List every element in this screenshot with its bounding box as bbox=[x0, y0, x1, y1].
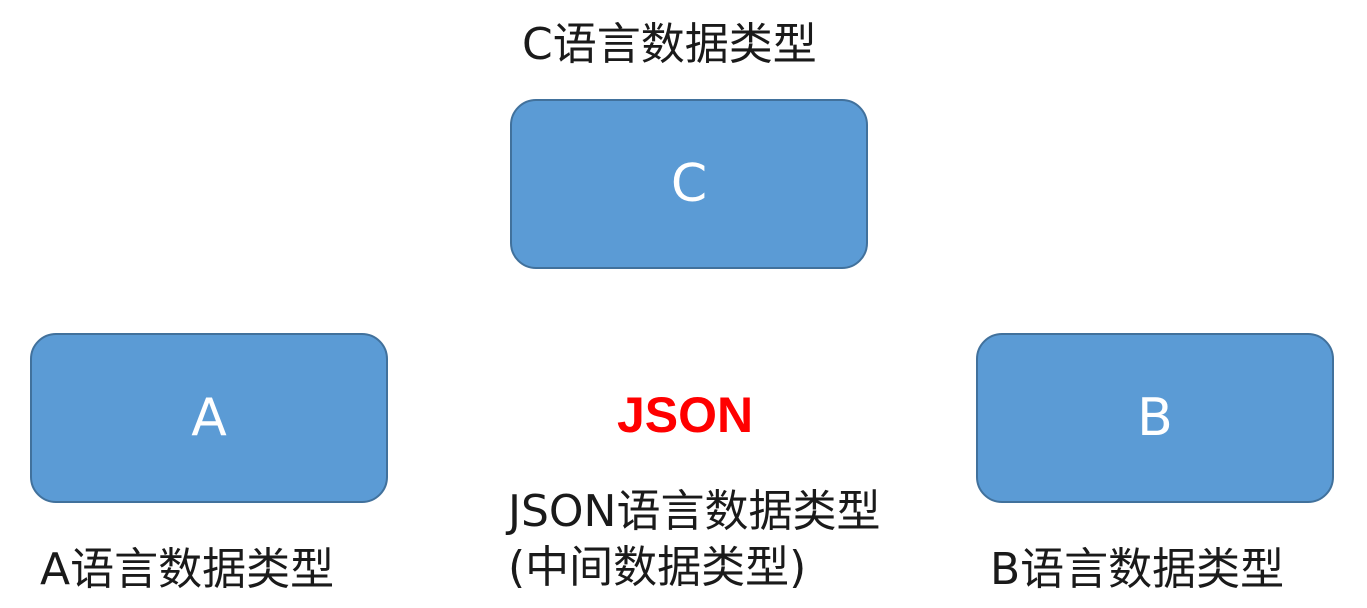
caption-json-language: JSON语言数据类型 (中间数据类型) bbox=[508, 484, 880, 596]
node-b-label: B bbox=[1137, 388, 1173, 448]
json-center-label: JSON bbox=[617, 387, 754, 443]
caption-json-line1: JSON语言数据类型 bbox=[508, 486, 881, 537]
node-b: B bbox=[976, 333, 1334, 503]
node-c: C bbox=[510, 99, 868, 269]
node-a-label: A bbox=[191, 388, 227, 448]
node-a: A bbox=[30, 333, 388, 503]
caption-a-language: A语言数据类型 bbox=[40, 544, 335, 595]
node-c-label: C bbox=[670, 154, 708, 214]
caption-json-line2: (中间数据类型) bbox=[508, 542, 807, 593]
caption-b-language: B语言数据类型 bbox=[990, 544, 1285, 595]
caption-c-language: C语言数据类型 bbox=[522, 19, 817, 70]
